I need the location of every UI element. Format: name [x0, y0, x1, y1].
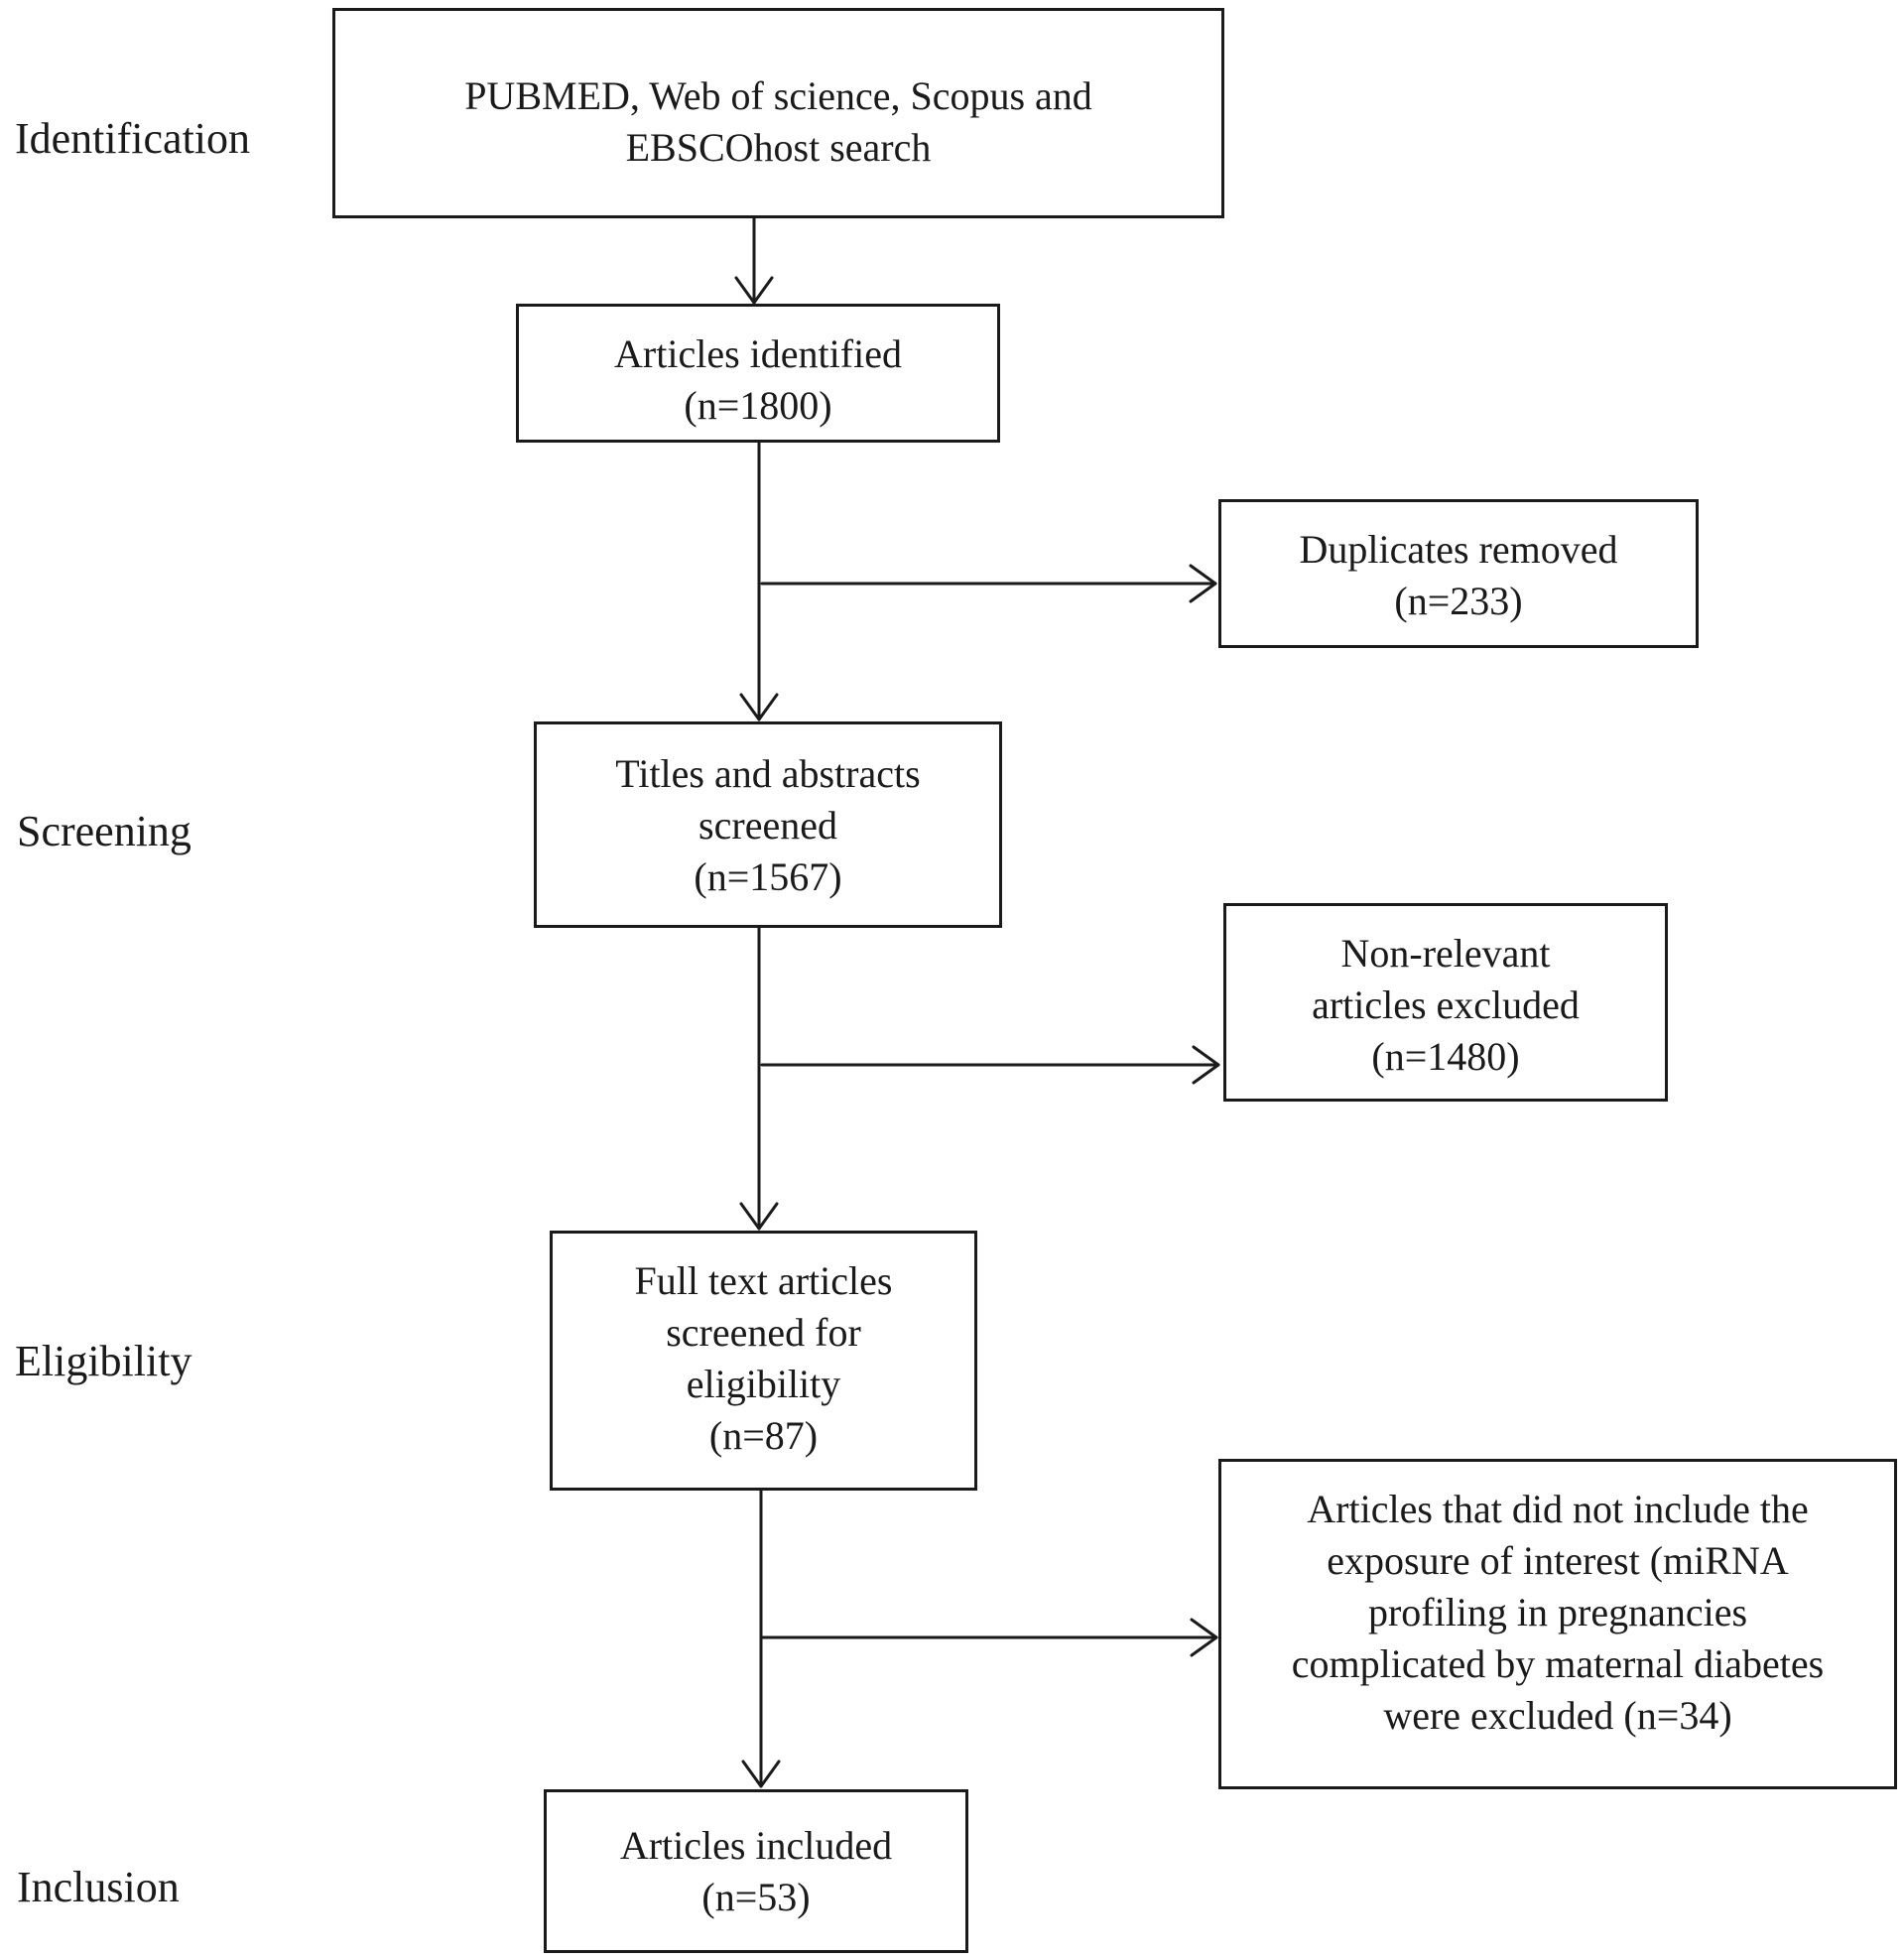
- duplicates-box-line-1: Duplicates removed: [1299, 527, 1618, 572]
- identified-box-count: (n=1800): [684, 383, 832, 428]
- stage-label-identification: Identification: [15, 114, 251, 163]
- screened-box-line-1: Titles and abstracts: [615, 751, 921, 796]
- included-box: Articles included (n=53): [544, 1789, 968, 1953]
- excluded-box: Articles that did not include the exposu…: [1218, 1459, 1897, 1789]
- arrowhead-excluded: [1190, 1618, 1218, 1657]
- search-box-line-1: PUBMED, Web of science, Scopus and: [464, 73, 1092, 118]
- excluded-box-line-4: complicated by maternal diabetes: [1291, 1641, 1825, 1686]
- fulltext-box-line-3: eligibility: [686, 1362, 841, 1406]
- stage-label-screening: Screening: [17, 807, 191, 855]
- screened-box-line-2: screened: [698, 803, 837, 848]
- screened-box-count: (n=1567): [694, 854, 842, 899]
- included-box-count: (n=53): [701, 1875, 811, 1919]
- included-box-line-1: Articles included: [619, 1823, 893, 1868]
- search-box: PUBMED, Web of science, Scopus and EBSCO…: [332, 8, 1224, 218]
- excluded-box-line-1: Articles that did not include the: [1307, 1487, 1809, 1531]
- identified-box-line-1: Articles identified: [614, 331, 902, 376]
- stage-label-eligibility: Eligibility: [15, 1337, 192, 1385]
- arrowhead-included: [741, 1760, 781, 1788]
- nonrelevant-box-line-1: Non-relevant: [1340, 931, 1551, 976]
- excluded-box-line-2: exposure of interest (miRNA: [1327, 1538, 1789, 1583]
- identified-box: Articles identified (n=1800): [516, 304, 1000, 443]
- arrowhead-screened: [739, 693, 779, 721]
- fulltext-box-line-1: Full text articles: [634, 1258, 893, 1303]
- fulltext-box: Full text articles screened for eligibil…: [550, 1231, 977, 1491]
- fulltext-box-line-2: screened for: [666, 1310, 861, 1355]
- arrowhead-fulltext: [739, 1202, 779, 1231]
- arrowhead-nonrelevant: [1192, 1045, 1220, 1085]
- search-box-line-2: EBSCOhost search: [625, 125, 932, 170]
- nonrelevant-box: Non-relevant articles excluded (n=1480): [1223, 903, 1668, 1102]
- duplicates-box: Duplicates removed (n=233): [1218, 499, 1699, 648]
- screened-box: Titles and abstracts screened (n=1567): [534, 721, 1002, 928]
- fulltext-box-count: (n=87): [708, 1413, 819, 1458]
- excluded-box-line-3: profiling in pregnancies: [1367, 1590, 1748, 1634]
- arrowhead-identified: [734, 276, 774, 305]
- stage-label-inclusion: Inclusion: [17, 1863, 180, 1911]
- nonrelevant-box-line-2: articles excluded: [1312, 982, 1580, 1027]
- excluded-box-line-5: were excluded (n=34): [1383, 1693, 1732, 1738]
- arrowhead-duplicates: [1189, 564, 1217, 603]
- duplicates-box-count: (n=233): [1394, 579, 1523, 623]
- nonrelevant-box-count: (n=1480): [1371, 1034, 1520, 1079]
